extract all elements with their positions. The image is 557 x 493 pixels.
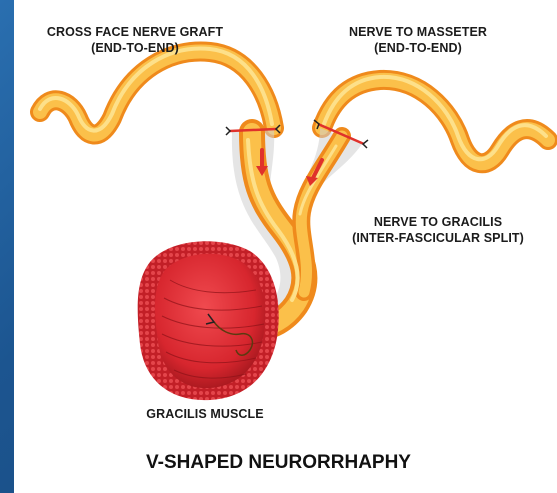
nerve-to-gracilis-label: NERVE TO GRACILIS (INTER-FASCICULAR SPLI… bbox=[338, 214, 538, 246]
masseter-label-line1: NERVE TO MASSETER bbox=[338, 24, 498, 40]
cross-face-label-line2: (END-TO-END) bbox=[40, 40, 230, 56]
masseter-label-line2: (END-TO-END) bbox=[338, 40, 498, 56]
cross-face-nerve-graft bbox=[40, 49, 274, 135]
figure-caption: V-SHAPED NEURORRHAPHY bbox=[0, 452, 557, 474]
gracilis-muscle-label: GRACILIS MUSCLE bbox=[130, 406, 280, 422]
gracilis-nerve-label-line2: (INTER-FASCICULAR SPLIT) bbox=[338, 230, 538, 246]
cross-face-label-line1: CROSS FACE NERVE GRAFT bbox=[40, 24, 230, 40]
gracilis-nerve-label-line1: NERVE TO GRACILIS bbox=[338, 214, 538, 230]
cross-face-nerve-graft-label: CROSS FACE NERVE GRAFT (END-TO-END) bbox=[40, 24, 230, 56]
nerve-to-masseter-label: NERVE TO MASSETER (END-TO-END) bbox=[338, 24, 498, 56]
gracilis-muscle bbox=[138, 241, 279, 400]
